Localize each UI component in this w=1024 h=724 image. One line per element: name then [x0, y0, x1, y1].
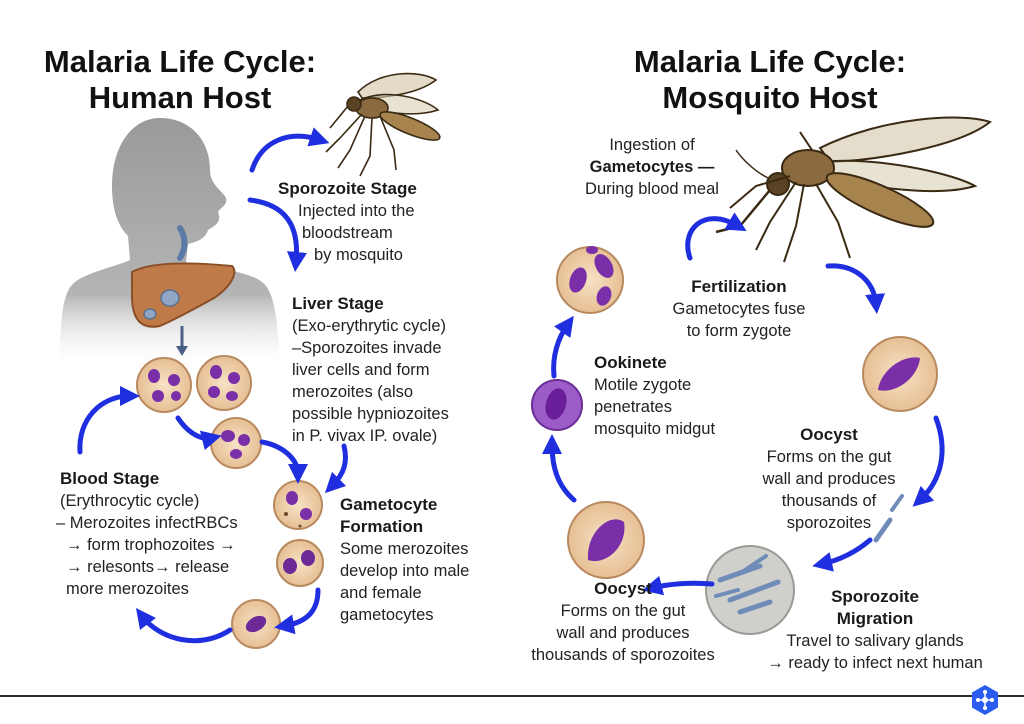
migration-heading-line: Sporozoite	[831, 587, 919, 606]
liver-stage-line: in P. vivax IP. ovale)	[292, 427, 438, 445]
red-blood-cell-icon	[196, 355, 252, 411]
red-blood-cell-icon	[210, 417, 262, 469]
logo-icon	[972, 685, 998, 715]
right-title-line-1: Malaria Life Cycle:	[633, 44, 907, 79]
arrow-human-to-mosquito	[249, 127, 330, 173]
oocyst-left-line: Forms on the gut	[560, 602, 686, 620]
sporozoite-icon	[873, 517, 893, 543]
gametocyte-line: develop into male	[340, 562, 470, 580]
arrow-cells-2	[259, 439, 308, 484]
blood-stage-line: more merozoites	[66, 580, 189, 598]
oocyst-left-block: Oocyst Forms on the gut wall and produce…	[520, 578, 726, 666]
red-blood-cell-icon	[231, 599, 281, 649]
gametocyte-line: gametocytes	[340, 606, 434, 624]
liver-down-arrowhead	[176, 346, 188, 356]
blood-stage-heading: Blood Stage	[60, 469, 160, 488]
human-silhouette-icon	[60, 118, 280, 370]
red-blood-cell-icon	[276, 539, 324, 587]
gametocyte-line: and female	[340, 584, 422, 602]
ookinete-heading: Ookinete	[594, 353, 667, 372]
arrow-ingestion	[685, 212, 747, 261]
sporozoite-stage-line: bloodstream	[302, 224, 393, 242]
sporozoite-stage-line: by mosquito	[314, 246, 403, 264]
mosquito-icon	[715, 116, 993, 263]
arrow-to-migration	[812, 537, 873, 572]
arrow-cells-1	[175, 415, 222, 451]
ookinete-line: Motile zygote	[594, 376, 692, 394]
blood-stage-line: (Erythrocytic cycle)	[60, 492, 200, 510]
sporozoite-stage-line: Injected into the	[298, 202, 415, 220]
blood-stage-line: → relesonts→ release	[66, 558, 230, 576]
oocyst-right-heading: Oocyst	[800, 425, 858, 444]
sporozoite-migration-block: Sporozoite Migration Travel to salivary …	[752, 586, 998, 674]
blood-stage-block: Blood Stage (Erythrocytic cycle) – Meroz…	[56, 468, 238, 600]
vessel-icon	[177, 225, 188, 261]
oocyst-left-heading: Oocyst	[594, 579, 652, 598]
fertilization-line: to form zygote	[686, 322, 792, 340]
liver-stage-line: (Exo-erythrytic cycle)	[292, 317, 447, 335]
oocyst-right-block: Oocyst Forms on the gut wall and produce…	[748, 424, 910, 534]
arrow-cells-3	[274, 587, 321, 635]
arrow-migration-to-oocyst	[642, 575, 715, 596]
migration-heading-line: Migration	[836, 609, 914, 628]
gametocyte-cell-icon	[556, 246, 624, 314]
red-blood-cell-icon	[273, 480, 323, 530]
fertilization-heading: Fertilization	[691, 277, 787, 296]
arrow-liver-to-gametocyte	[324, 443, 348, 494]
sporozoite-icon	[890, 494, 904, 512]
oocyst-cell-icon	[862, 336, 938, 412]
footer-divider	[0, 695, 1024, 697]
ookinete-line: penetrates	[594, 398, 672, 416]
ingestion-block: Ingestion of Gametocytes — During blood …	[566, 134, 738, 200]
ookinete-block: Ookinete Motile zygote penetrates mosqui…	[594, 352, 715, 440]
arrow-blood-up	[77, 386, 140, 455]
gametocyte-heading-line: Gametocyte	[340, 495, 438, 514]
liver-icon	[131, 262, 236, 328]
arrow-oocyst-up	[542, 434, 577, 503]
ookinete-cell-icon	[531, 379, 583, 431]
gametocyte-formation-block: Gametocyte Formation Some merozoites dev…	[340, 494, 469, 626]
liver-stage-line: –Sporozoites invade	[292, 339, 442, 357]
oocyst-left-line: thousands of sporozoites	[531, 646, 715, 664]
oocyst-left-line: wall and produces	[556, 624, 690, 642]
liver-stage-line: merozoites (also	[292, 383, 414, 401]
arrow-oocyst-down	[912, 415, 945, 507]
oocyst-right-line: Forms on the gut	[766, 448, 892, 466]
left-title: Malaria Life Cycle: Human Host	[20, 44, 340, 116]
left-title-line-2: Human Host	[88, 80, 272, 115]
oocyst-right-line: wall and produces	[762, 470, 896, 488]
liver-stage-block: Liver Stage (Exo-erythrytic cycle) –Spor…	[292, 293, 449, 447]
oocyst-right-line: sporozoites	[786, 514, 872, 532]
arrow-blood-loop	[135, 608, 233, 644]
gametocyte-heading-line: Formation	[340, 517, 424, 536]
ookinete-line: mosquito midgut	[594, 420, 716, 438]
arrow-ookinete-up	[551, 315, 574, 379]
red-blood-cell-icon	[136, 357, 192, 413]
migration-line: → ready to infect next human	[767, 654, 983, 672]
gametocyte-line: Some merozoites	[340, 540, 469, 558]
right-title: Malaria Life Cycle: Mosquito Host	[610, 44, 930, 116]
fertilization-block: Fertilization Gametocytes fuse to form z…	[656, 276, 822, 342]
mosquito-icon	[325, 72, 441, 177]
sporozoite-stage-heading: Sporozoite Stage	[278, 179, 417, 198]
sporozoite-cell-icon	[705, 545, 795, 635]
liver-stage-line: possible hypniozoites	[292, 405, 449, 423]
ingestion-line: During blood meal	[585, 180, 719, 198]
oocyst-right-line: thousands of	[781, 492, 877, 510]
sporozoite-stage-block: Sporozoite Stage Injected into the blood…	[278, 178, 417, 266]
arrow-mosquito-to-human	[247, 197, 307, 272]
arrow-to-oocyst-right	[825, 263, 886, 314]
ingestion-line: Gametocytes —	[589, 158, 715, 176]
migration-line: Travel to salivary glands	[786, 632, 964, 650]
ingestion-line: Ingestion of	[609, 136, 695, 154]
right-title-line-2: Mosquito Host	[662, 80, 878, 115]
blood-stage-line: – Merozoites infectRBCs	[56, 514, 238, 532]
liver-stage-heading: Liver Stage	[292, 294, 384, 313]
blood-stage-line: → form trophozoites →	[66, 536, 236, 554]
liver-stage-line: liver cells and form	[292, 361, 430, 379]
fertilization-line: Gametocytes fuse	[672, 300, 806, 318]
left-title-line-1: Malaria Life Cycle:	[43, 44, 317, 79]
oocyst-cell-icon	[567, 501, 645, 579]
